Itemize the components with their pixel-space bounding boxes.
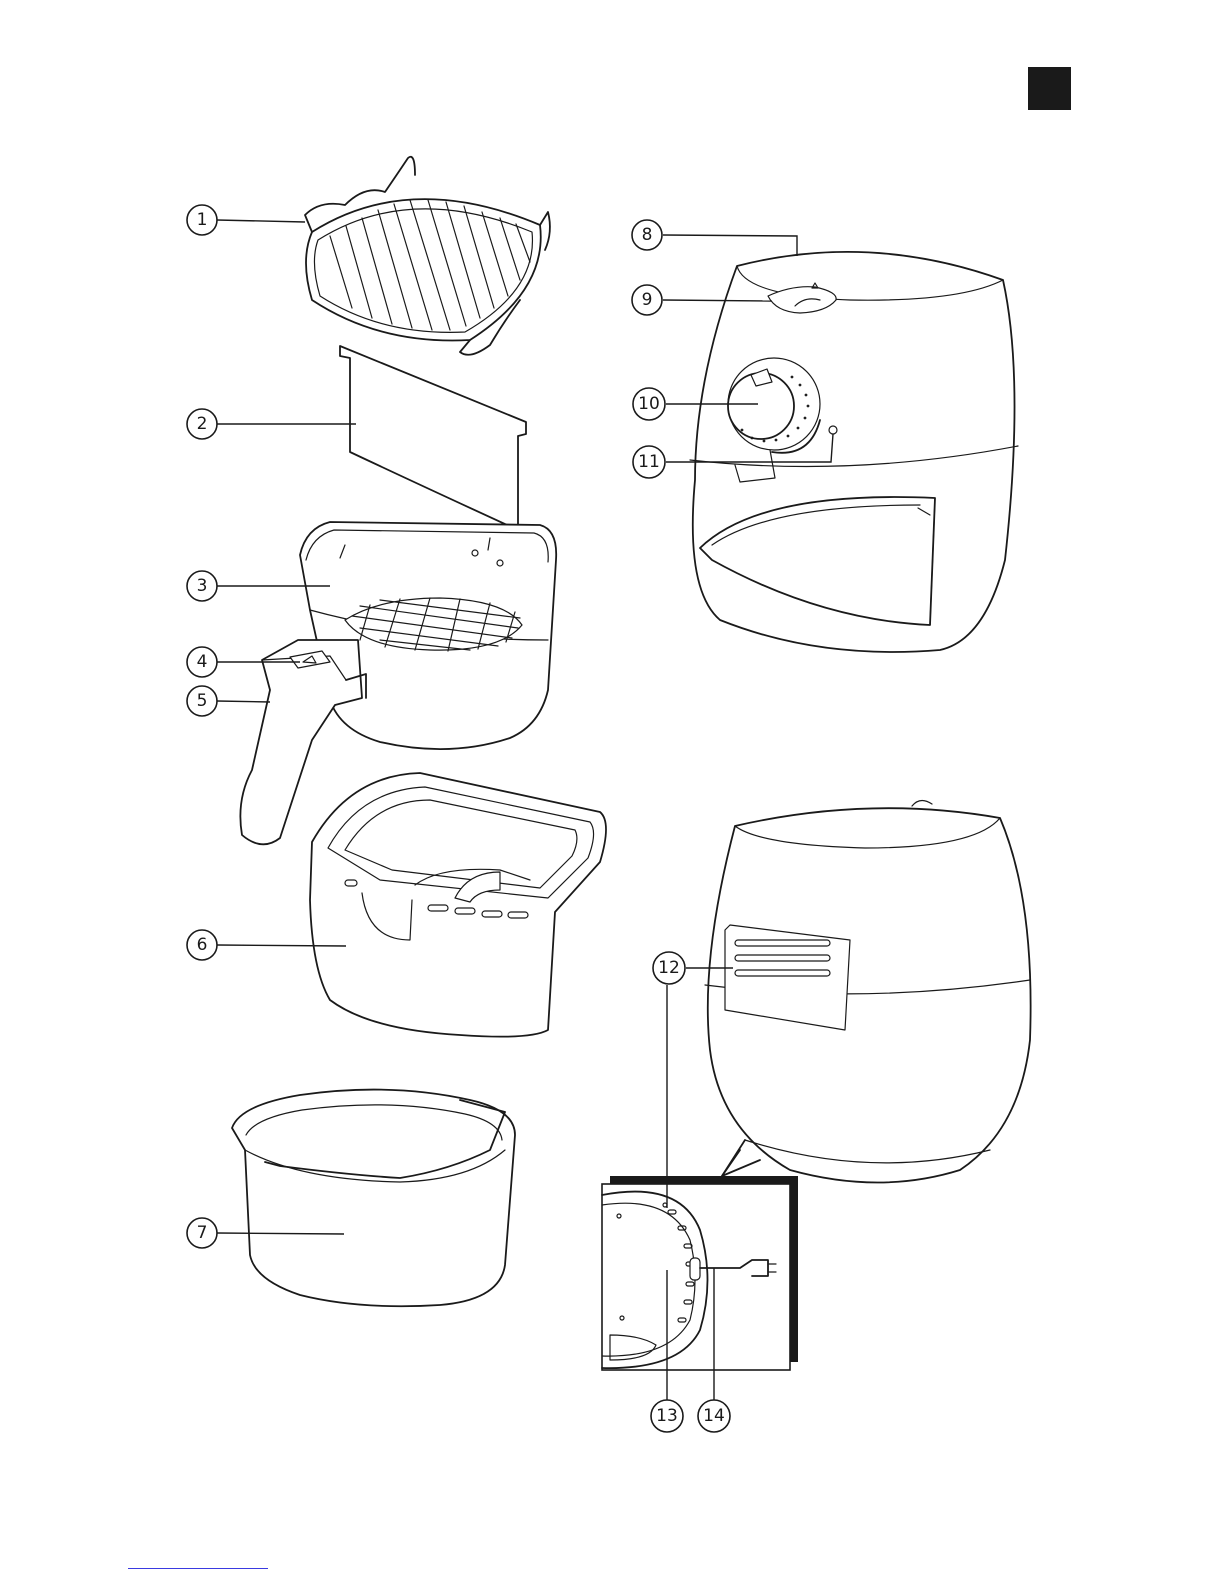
callout-3: 3 [187,571,217,601]
callout-label: 2 [197,414,208,434]
airfryer-rear-illustration [705,800,1031,1182]
callout-label: 13 [656,1406,678,1426]
callout-10: 10 [633,388,665,420]
callout-label: 6 [197,935,208,955]
page-tab-marker [1028,67,1071,110]
grill-rack-illustration [305,157,550,355]
separator-illustration [340,346,526,530]
callout-2: 2 [187,409,217,439]
callout-label: 9 [642,290,653,310]
callout-label: 7 [197,1223,208,1243]
callout-label: 10 [638,394,660,414]
callout-label: 12 [658,958,680,978]
callout-11: 11 [633,446,665,478]
callout-label: 11 [638,452,660,472]
underside-detail-inset [602,1176,798,1370]
callout-8: 8 [632,220,662,250]
callout-label: 5 [197,691,208,711]
callout-12: 12 [653,952,685,984]
callout-13: 13 [651,1400,683,1432]
callout-label: 14 [703,1406,725,1426]
callout-7: 7 [187,1218,217,1248]
callout-4: 4 [187,647,217,677]
airfryer-front-illustration [690,252,1018,652]
footer-link-underline[interactable] [128,1568,268,1569]
callout-9: 9 [632,285,662,315]
callout-1: 1 [187,205,217,235]
callout-label: 1 [197,210,208,230]
baking-tray-illustration [232,1090,515,1307]
pan-illustration [310,773,606,1037]
callout-label: 3 [197,576,208,596]
callout-label: 4 [197,652,208,672]
callout-label: 8 [642,225,653,245]
callout-5: 5 [187,686,217,716]
callout-14: 14 [698,1400,730,1432]
callout-6: 6 [187,930,217,960]
